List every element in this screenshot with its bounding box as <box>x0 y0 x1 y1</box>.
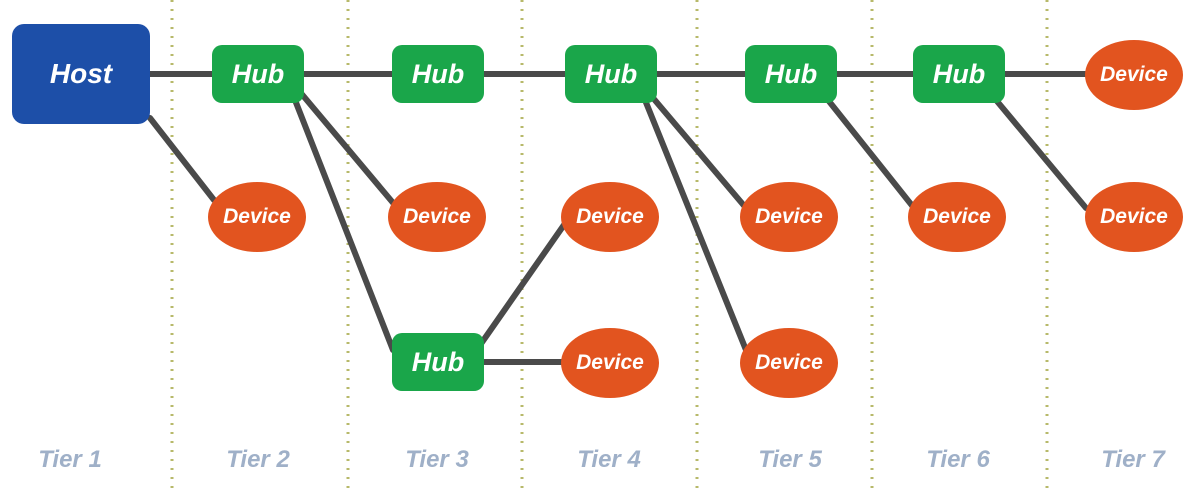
device-node-tier-7-lower: Device <box>1085 182 1183 252</box>
hub-node-tier-5: Hub <box>745 45 837 103</box>
device-node-tier-6: Device <box>908 182 1006 252</box>
tier-label-3: Tier 3 <box>405 446 469 473</box>
tier-label-5: Tier 5 <box>758 446 822 473</box>
hub-node-tier-6: Hub <box>913 45 1005 103</box>
hub-node-tier-3: Hub <box>392 45 484 103</box>
device-node-tier-7-upper: Device <box>1085 40 1183 110</box>
device-node-tier-5-lower: Device <box>740 328 838 398</box>
hub-node-tier-3-lower: Hub <box>392 333 484 391</box>
device-node-tier-4-lower: Device <box>561 328 659 398</box>
tier-label-7: Tier 7 <box>1101 446 1165 473</box>
host-node: Host <box>12 24 150 124</box>
link-host-device-t2 <box>147 115 217 203</box>
tier-label-2: Tier 2 <box>226 446 290 473</box>
link-hub-t6-device-t7b <box>993 97 1089 211</box>
link-hub-t4-device-t5a <box>645 89 749 211</box>
tier-label-1: Tier 1 <box>38 446 102 473</box>
device-node-tier-4-upper: Device <box>561 182 659 252</box>
tier-label-4: Tier 4 <box>577 446 641 473</box>
device-node-tier-5-upper: Device <box>740 182 838 252</box>
link-hub-t2-device-t3 <box>297 89 397 207</box>
hub-node-tier-4: Hub <box>565 45 657 103</box>
device-node-tier-2: Device <box>208 182 306 252</box>
hub-node-tier-2: Hub <box>212 45 304 103</box>
tier-label-6: Tier 6 <box>926 446 990 473</box>
link-hub-t2-hub-t3b <box>292 97 396 353</box>
link-hub-t3b-device-t4a <box>475 219 569 351</box>
link-hub-t4-device-t5b <box>642 97 749 353</box>
link-hub-t5-device-t6 <box>825 97 917 211</box>
device-node-tier-3: Device <box>388 182 486 252</box>
